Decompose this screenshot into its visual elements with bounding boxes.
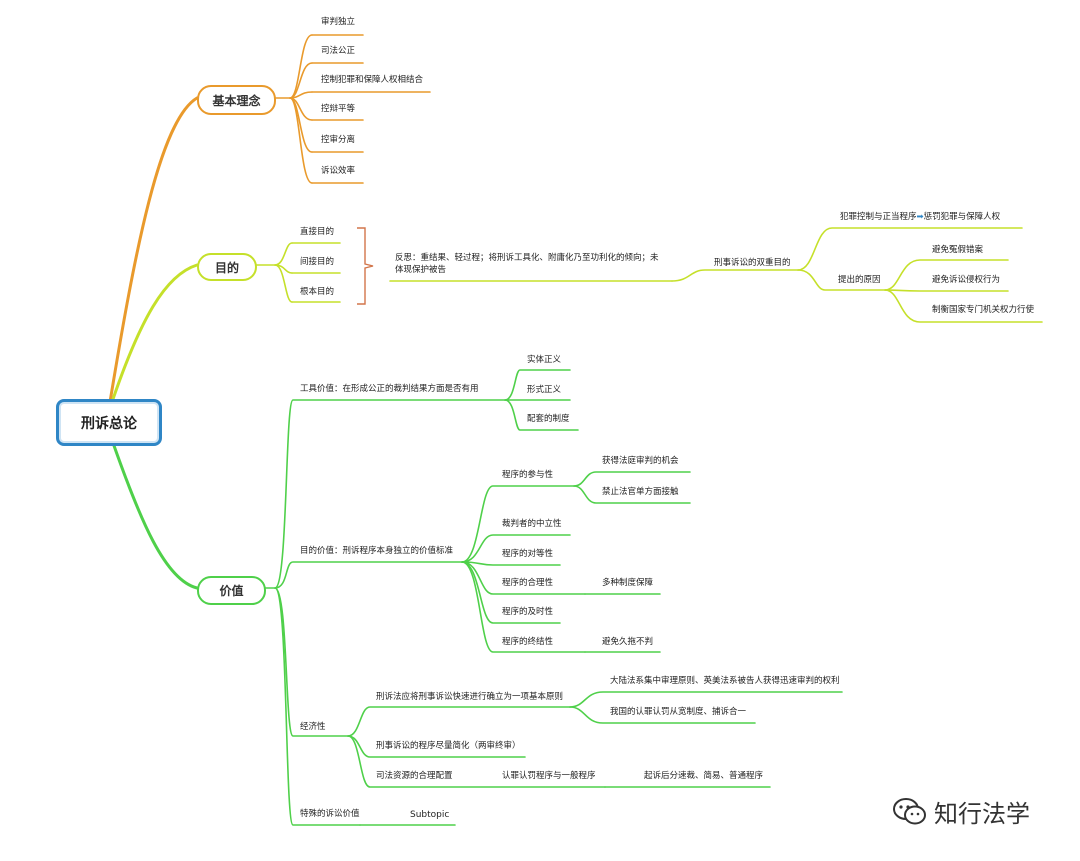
topic-resource-allocation[interactable]: 司法资源的合理配置 bbox=[376, 771, 453, 781]
topic-direct-purpose[interactable]: 直接目的 bbox=[300, 227, 335, 237]
topic-concentrated-trial[interactable]: 大陆法系集中审理原则、英美法系被告人获得迅速审判的权利 bbox=[610, 676, 840, 686]
topic-indirect-purpose[interactable]: 间接目的 bbox=[300, 257, 335, 267]
watermark-text: 知行法学 bbox=[934, 800, 1030, 828]
topic-reasons[interactable]: 提出的原因 bbox=[838, 275, 881, 285]
topic-rationality[interactable]: 程序的合理性 bbox=[502, 578, 554, 588]
topic-timeliness[interactable]: 程序的及时性 bbox=[502, 607, 554, 617]
dual-a-rest-text: 惩罚犯罪与保障人权 bbox=[923, 212, 1001, 222]
topic-participation[interactable]: 程序的参与性 bbox=[502, 470, 554, 480]
topic-simplified-procedure[interactable]: 刑事诉讼的程序尽量简化（两审终审） bbox=[376, 741, 521, 751]
summary-reflection-line2[interactable]: 体现保护被告 bbox=[395, 265, 447, 275]
branch-basic-concepts[interactable]: 基本理念 bbox=[197, 85, 276, 115]
topic-judicial-independence[interactable]: 审判独立 bbox=[321, 17, 356, 27]
topic-no-ex-parte[interactable]: 禁止法官单方面接触 bbox=[602, 487, 679, 497]
summary-bracket bbox=[357, 227, 374, 305]
topic-trial-opportunity[interactable]: 获得法庭审判的机会 bbox=[602, 456, 679, 466]
topic-judicial-fairness[interactable]: 司法公正 bbox=[321, 46, 356, 56]
topic-equivalence[interactable]: 程序的对等性 bbox=[502, 549, 554, 559]
topic-subtopic[interactable]: Subtopic bbox=[410, 810, 450, 820]
topic-special-value[interactable]: 特殊的诉讼价值 bbox=[300, 809, 360, 819]
topic-dual-purpose[interactable]: 刑事诉讼的双重目的 bbox=[714, 258, 791, 268]
topic-plea-vs-general[interactable]: 认罪认罚程序与一般程序 bbox=[502, 771, 596, 781]
right-arrow-icon: ➡ bbox=[916, 212, 924, 222]
topic-neutrality[interactable]: 裁判者的中立性 bbox=[502, 519, 562, 529]
topic-crime-control-due-process[interactable]: 犯罪控制与正当程序➡惩罚犯罪与保障人权 bbox=[840, 212, 1000, 223]
topic-speedy-principle[interactable]: 刑诉法应将刑事诉讼快速进行确立为一项基本原则 bbox=[376, 692, 564, 702]
topic-intrinsic-value[interactable]: 目的价值：刑诉程序本身独立的价值标准 bbox=[300, 546, 454, 556]
summary-reflection-line1[interactable]: 反思：重结果、轻过程；将刑诉工具化、附庸化乃至功利化的倾向；未 bbox=[395, 253, 659, 263]
topic-efficiency[interactable]: 诉讼效率 bbox=[321, 166, 356, 176]
topic-supporting-system[interactable]: 配套的制度 bbox=[527, 414, 570, 424]
topic-avoid-delay[interactable]: 避免久拖不判 bbox=[602, 637, 654, 647]
topic-crime-control-rights[interactable]: 控制犯罪和保障人权相结合 bbox=[321, 75, 424, 85]
topic-avoid-wrongful-cases[interactable]: 避免冤假错案 bbox=[932, 245, 984, 255]
topic-fast-simple-ordinary[interactable]: 起诉后分速裁、简易、普通程序 bbox=[644, 771, 764, 781]
wechat-icon bbox=[893, 797, 926, 824]
topic-instrumental-value[interactable]: 工具价值：在形成公正的裁判结果方面是否有用 bbox=[300, 384, 479, 394]
topic-separation[interactable]: 控审分离 bbox=[321, 135, 356, 145]
topic-plea-leniency[interactable]: 我国的认罪认罚从宽制度、捕诉合一 bbox=[610, 707, 747, 717]
topic-substantive-justice[interactable]: 实体正义 bbox=[527, 355, 562, 365]
branch-purpose[interactable]: 目的 bbox=[197, 253, 257, 281]
topic-check-state-power[interactable]: 制衡国家专门机关权力行使 bbox=[932, 305, 1035, 315]
branch-value[interactable]: 价值 bbox=[197, 576, 266, 605]
topic-institutional-guarantees[interactable]: 多种制度保障 bbox=[602, 578, 654, 588]
topic-fundamental-purpose[interactable]: 根本目的 bbox=[300, 287, 335, 297]
topic-economy[interactable]: 经济性 bbox=[300, 722, 326, 732]
topic-formal-justice[interactable]: 形式正义 bbox=[527, 385, 562, 395]
topic-avoid-litigation-infringement[interactable]: 避免诉讼侵权行为 bbox=[932, 275, 1001, 285]
watermark: 知行法学 bbox=[892, 794, 1030, 829]
topic-finality[interactable]: 程序的终结性 bbox=[502, 637, 554, 647]
root-topic[interactable]: 刑诉总论 bbox=[56, 399, 162, 446]
dual-a-text: 犯罪控制与正当程序 bbox=[840, 212, 917, 222]
topic-equality[interactable]: 控辩平等 bbox=[321, 104, 356, 114]
